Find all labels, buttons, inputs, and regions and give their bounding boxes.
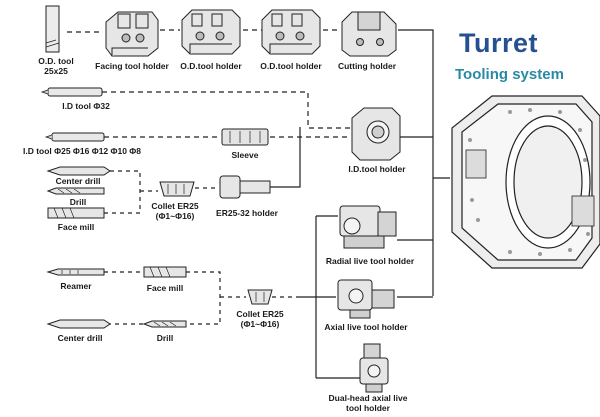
cutting-holder-label: Cutting holder <box>337 61 397 71</box>
diagram-subtitle: Tooling system <box>455 66 564 83</box>
reamer-label: Reamer <box>60 281 92 291</box>
axial-live-tool-holder-icon <box>337 279 395 319</box>
er25-32-holder-icon <box>219 175 271 199</box>
reamer-icon <box>46 268 105 276</box>
dual-head-holder-label: Dual-head axial live tool holder <box>328 393 408 413</box>
center-drill-2-icon <box>46 319 111 329</box>
id-tool-set-label: I.D tool Φ25 Φ16 Φ12 Φ10 Φ8 <box>22 146 142 156</box>
collet-er25-2-label: Collet ER25 (Φ1~Φ16) <box>236 309 284 329</box>
id-tool-holder-label: I.D.tool holder <box>348 164 406 174</box>
od-tool-holder-1-icon <box>181 9 241 55</box>
center-drill-1-icon <box>46 166 111 176</box>
id-tool-holder-icon <box>351 107 401 161</box>
axial-live-tool-holder-label: Axial live tool holder <box>324 322 408 332</box>
center-drill-2-label: Center drill <box>57 333 103 343</box>
radial-live-tool-holder-icon <box>339 205 397 249</box>
od-tool-icon <box>45 5 60 53</box>
collet-er25-1-icon <box>159 181 195 197</box>
face-mill-1-icon <box>47 207 105 219</box>
collet-er25-2-icon <box>247 289 273 305</box>
od-tool-holder-2-label: O.D.tool holder <box>260 61 322 71</box>
id-tool-32-label: I.D tool Φ32 <box>62 101 110 111</box>
center-drill-1-label: Center drill <box>55 176 101 186</box>
id-tool-set-icon <box>44 132 105 142</box>
collet-er25-1-label: Collet ER25 (Φ1~Φ16) <box>151 201 199 221</box>
drill-2-label: Drill <box>156 333 174 343</box>
face-mill-2-icon <box>143 266 187 278</box>
od-tool-holder-1-label: O.D.tool holder <box>180 61 242 71</box>
radial-live-tool-holder-label: Radial live tool holder <box>325 256 415 266</box>
drill-1-icon <box>46 187 105 195</box>
er25-32-holder-label: ER25-32 holder <box>216 208 278 218</box>
od-tool-label: O.D. tool 25x25 <box>38 56 74 76</box>
sleeve-label: Sleeve <box>231 150 259 160</box>
face-mill-1-label: Face mill <box>57 222 95 232</box>
turret-icon <box>451 95 600 269</box>
facing-tool-holder-icon <box>105 11 159 57</box>
id-tool-32-icon <box>40 87 103 97</box>
connector-lines <box>67 29 450 379</box>
od-tool-holder-2-icon <box>261 9 321 55</box>
sleeve-icon <box>221 128 269 146</box>
facing-tool-holder-label: Facing tool holder <box>95 61 169 71</box>
drill-2-icon <box>142 320 187 328</box>
cutting-holder-icon <box>341 11 397 57</box>
dual-head-axial-live-tool-holder-icon <box>359 343 389 393</box>
diagram-title: Turret <box>459 28 539 58</box>
face-mill-2-label: Face mill <box>146 283 184 293</box>
drill-1-label: Drill <box>69 197 87 207</box>
